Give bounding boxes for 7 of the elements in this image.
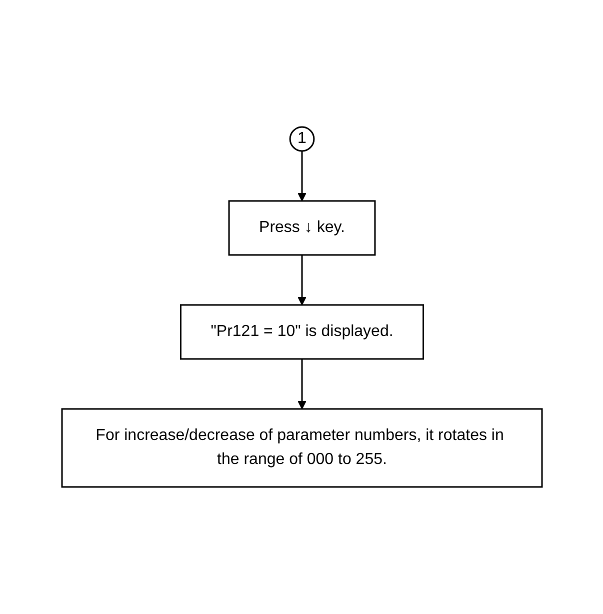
node-box: "Pr121 = 10" is displayed. [179,304,424,360]
arrow [297,150,306,202]
node-box: Press ↓ key. [228,200,376,256]
arrow [297,358,306,410]
arrow [297,254,306,306]
node-circle: 1 [288,126,314,152]
node-box: For increase/decrease of parameter numbers, it rotates in the range of 000 to 255. [60,408,542,488]
